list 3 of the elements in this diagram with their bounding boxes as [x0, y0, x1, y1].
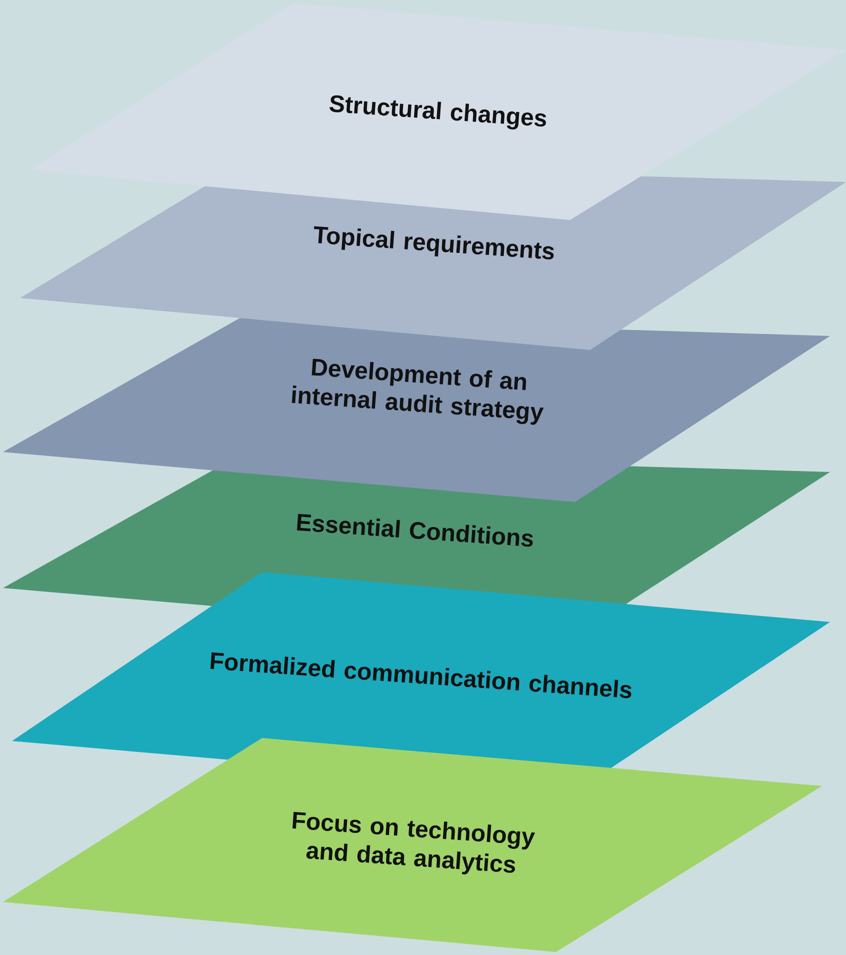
layer-plane: Focus on technology and data analytics — [3, 738, 822, 952]
layer-plane: Structural changes — [30, 2, 846, 220]
layer-plane: Development of an internal audit strategy — [3, 318, 830, 502]
